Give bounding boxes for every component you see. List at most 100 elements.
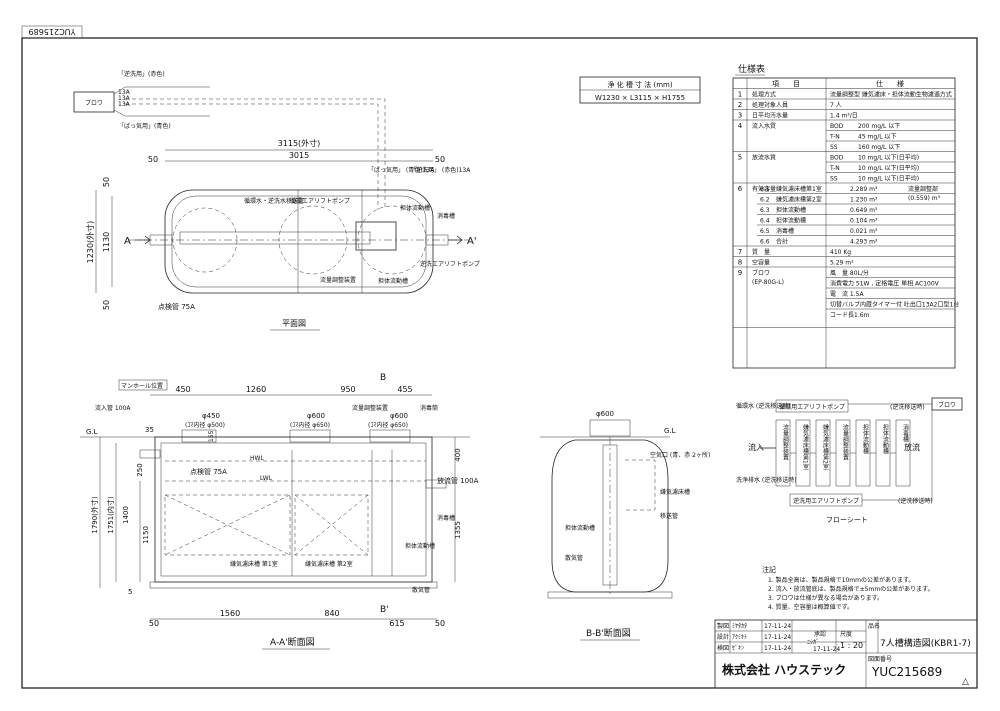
aa-dim-top-3: 950 [340, 385, 355, 394]
spec-sub-label: SS [830, 176, 838, 183]
aa-carrier-tank: 担体流動槽 [405, 542, 435, 550]
manhole-label: マンホール位置 [121, 382, 163, 390]
spec-row-spec: 7 人 [830, 102, 842, 109]
transfer-pipe [179, 231, 371, 245]
aa-media-1 [164, 494, 291, 556]
aa-dim-top-1: 450 [175, 385, 190, 394]
arrow-out [448, 235, 463, 245]
flow-stage-label: 嫌気濾床槽第1室 [802, 423, 809, 470]
aa-dim-left-d: 1751(内寸) [106, 496, 115, 534]
aa-phi600a: φ600 [307, 412, 325, 420]
flow-stages: 流量調整装置嫌気濾床槽第1室嫌気濾床槽第2室流量調整装置担体流動槽担体流動槽消毒… [775, 419, 911, 487]
spec-sub-label: BOD [830, 123, 844, 130]
aa-tank-inner [160, 442, 427, 577]
aa-dim-left-g: 5 [128, 588, 132, 596]
spec-sub-value: 0.021 m³ [850, 228, 878, 235]
flow-return-bottom: (逆洗移送時) [898, 497, 933, 505]
spec-sub-value: 消費電力 51W , 定格電圧 単相 AC100V [830, 280, 940, 288]
spec-row-no: 9 [738, 269, 742, 277]
spec-frame [732, 77, 956, 369]
aa-title: A-A'断面図 [270, 636, 315, 648]
aeration-lead [113, 109, 210, 117]
spec-sub-value: 0.104 m³ [850, 218, 878, 225]
tb-role: 検図 [717, 644, 729, 652]
label-disinfection: 消毒槽 [437, 212, 455, 220]
aa-dim-bottom-4: 615 [389, 619, 404, 628]
spec-row-no: 5 [738, 154, 742, 162]
aa-dim-right-1: 400 [454, 448, 462, 461]
aa-dim-left-c: 1790(外寸) [90, 496, 99, 534]
tb-company: 株式会社 ハウステック [722, 662, 846, 677]
flow-stage-label: 消毒槽 [902, 423, 909, 443]
flow-stage-label: 流量調整装置 [842, 423, 849, 460]
flow-return-top: (逆洗移送時) [890, 403, 925, 411]
spec-sub-value: 45 mg/L 以下 [858, 134, 896, 141]
label-backwash-pump: 逆洗エアリフトポンプ [420, 260, 480, 268]
aa-inspection: 点検管 75A [190, 467, 227, 476]
aa-dim-155: 155 [208, 430, 215, 442]
arrow-b-bottom: B' [380, 605, 389, 615]
spec-sub-value: 10 mg/L 以下(日平均) [858, 164, 919, 172]
label-circulation: 循環水・逆洗水移送管 [244, 197, 304, 205]
bb-gl: G.L [664, 427, 676, 435]
aa-dim-top-2: 1260 [246, 385, 266, 394]
bb-phi600: φ600 [596, 410, 614, 418]
flow-airlift-box [775, 399, 849, 413]
aa-phi450: φ450 [202, 412, 220, 420]
flow-return: 循環水 (逆洗移送時) [736, 402, 791, 410]
section-aa-view: マンホール位置 B 450 1260 950 455 流入管 100A φ450… [80, 373, 479, 650]
note-3: 3. ブロワは仕様が異なる場合があります。 [768, 594, 883, 602]
dim-top: 50 [102, 177, 111, 187]
arrow-a-right: A' [467, 236, 477, 247]
tb-scale-label: 尺度 [840, 630, 852, 638]
aa-outflow: 放流管 100A [437, 476, 479, 485]
spec-row-item: 放流水質 [752, 154, 776, 162]
tb-name: ﾐﾔﾀｶﾀ [732, 623, 747, 630]
spec-sub-label: 合計 [776, 238, 788, 246]
section-bb-view: φ600 G.L 空気口 (青、赤 2ヶ所) 嫌気濾床槽 移送管 担体流動槽 散… [540, 410, 710, 641]
bb-media [625, 459, 656, 511]
arrow-b-top: B [380, 373, 386, 383]
bb-air-vent: 空気口 (青、赤 2ヶ所) [650, 451, 710, 459]
flipped-doc-number: YUC215689 [29, 27, 77, 36]
spec-row-item: 質 量 [752, 248, 770, 256]
spec-row-spec: 1.4 m³/日 [830, 113, 858, 120]
manhole-1 [172, 207, 238, 273]
flow-reg-device [355, 221, 397, 251]
spec-sub-value: 切替バルブ内蔵タイマー付 吐出口13A2口型1台 [830, 301, 959, 309]
spec-sub-value: コード長1.6m [830, 312, 870, 319]
spec-sub-value: 160 mg/L 以下 [858, 144, 900, 151]
label-flow-regulator: 流量調整装置 [320, 276, 356, 284]
spec-sub-code: 6.1 [760, 186, 770, 193]
spec-col-spec-header: 仕 様 [876, 79, 904, 88]
spec-row-no: 7 [738, 248, 742, 256]
tb-doc-label: 図面番号 [868, 656, 892, 663]
spec-row-item: 処理方式 [752, 91, 776, 99]
notes-block: 注記 1. 製品全高は、製品規格で10mmの公差があります。 2. 流入・放流管… [762, 565, 934, 611]
flow-stage-label: 嫌気濾床槽第2室 [822, 423, 829, 470]
bb-anaerobic: 嫌気濾床槽 [660, 488, 690, 496]
spec-sub-label: T-N [829, 134, 840, 141]
spec-row-item: 有効容量 [752, 185, 776, 193]
flow-title: フローシート [826, 516, 868, 524]
flow-stage-label: 担体流動槽 [882, 423, 889, 455]
flow-backwash-water: 洗浄排水 (逆洗移送時) [736, 476, 797, 484]
plan-view: ブロワ 「逆洗用」(赤色) 「ばっ気用」(青色) 13A 13A 13A 311… [73, 70, 480, 331]
title-block-frame [714, 619, 978, 689]
plan-title: 平面図 [282, 319, 306, 328]
aa-media-2 [294, 494, 369, 556]
aa-outflow-pipe [425, 479, 447, 489]
tb-approve-label: 承認 [814, 630, 826, 638]
tb-scale: 1 : 20 [840, 641, 863, 650]
spec-row-no: 3 [738, 112, 742, 120]
spec-sub-code: 6.4 [760, 218, 770, 225]
tb-rev-symbol: △ [962, 677, 969, 687]
spec-sub-label: 嫌気濾床槽第2室 [776, 196, 822, 204]
tb-role: 設計 [717, 633, 729, 641]
spec-sub-label: BOD [830, 155, 844, 162]
design-box-header: 浄 化 槽 寸 法 (mm) [607, 80, 672, 89]
aa-lwl: LWL [260, 475, 273, 482]
aa-disinfect-tank: 消毒槽 [437, 514, 455, 522]
